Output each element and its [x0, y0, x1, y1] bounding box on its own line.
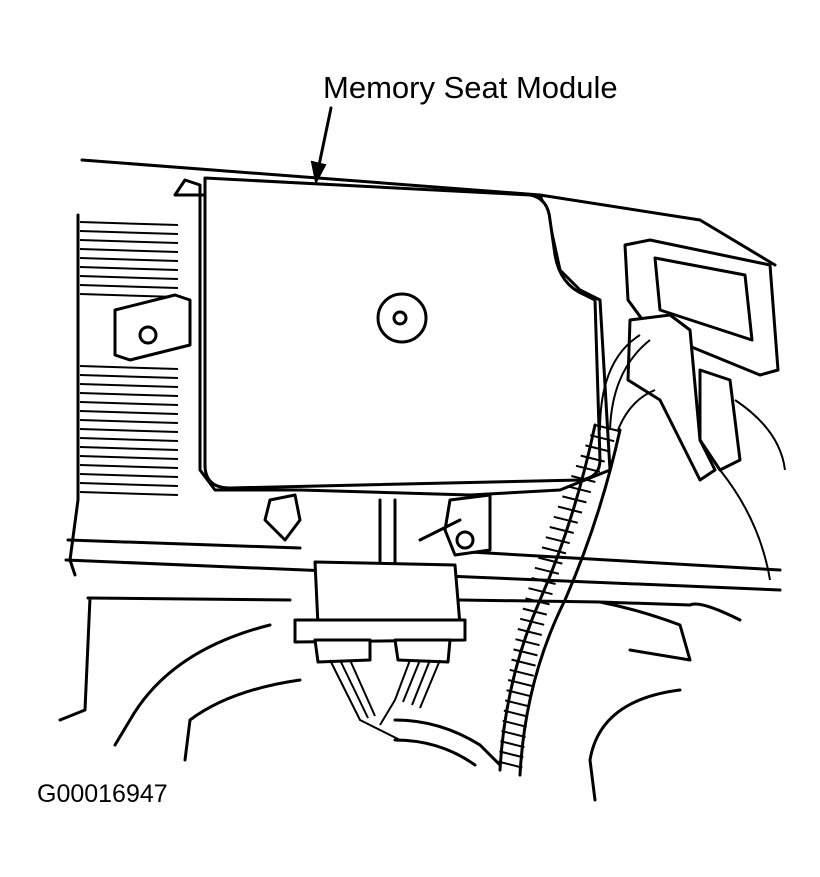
harness-ring: [534, 566, 560, 575]
rib-line: [79, 248, 179, 253]
harness-ring: [511, 658, 536, 667]
harness-ring: [580, 454, 605, 463]
seat-frame-ribs: [68, 213, 179, 577]
harness-ring: [538, 556, 563, 565]
harness-ring: [513, 648, 538, 657]
connector-stem: [378, 498, 397, 567]
rib-line: [79, 239, 179, 244]
harness-ring: [566, 485, 592, 494]
rib-line: [79, 437, 179, 442]
rib-line: [79, 383, 179, 388]
memory-seat-module-label: Memory Seat Module: [323, 70, 618, 105]
bottom-tab-right: [418, 493, 492, 557]
callout-leader: [310, 106, 333, 185]
harness-ring: [575, 464, 601, 473]
harness-ring: [498, 760, 523, 769]
rib-line: [79, 410, 179, 415]
harness-ring: [541, 546, 567, 555]
harness-ring: [531, 577, 556, 585]
harness-ring: [506, 689, 531, 698]
rib-line: [79, 455, 179, 460]
harness-ring: [553, 515, 579, 524]
rib-line: [79, 230, 179, 235]
harness-ring: [545, 536, 571, 545]
rib-line: [79, 221, 179, 226]
harness-ring: [499, 750, 524, 759]
rib-line: [79, 266, 179, 271]
harness-ring: [589, 434, 615, 443]
harness-ring: [519, 617, 545, 626]
mounting-stud: [376, 292, 428, 344]
harness-ring: [502, 719, 527, 728]
harness-ring: [549, 526, 574, 534]
harness-ring: [594, 424, 620, 432]
rib-line: [79, 293, 179, 298]
harness-ring: [571, 475, 596, 483]
rib-line: [79, 446, 179, 451]
rib-line: [79, 284, 179, 289]
right-wires: [599, 334, 786, 581]
rib-line: [79, 392, 179, 397]
floor-contour: [58, 596, 742, 802]
harness-ring: [509, 668, 534, 677]
rib-line: [79, 275, 179, 280]
rib-line: [79, 419, 179, 424]
rib-line: [79, 365, 179, 370]
rib-line: [79, 482, 179, 487]
right-connector: [623, 238, 780, 482]
figure-id: G00016947: [37, 780, 168, 808]
rib-line: [79, 464, 179, 469]
bottom-tab-left: [263, 493, 302, 542]
seat-top-edge: [80, 158, 777, 267]
harness-ring: [515, 638, 540, 647]
module-connector: [293, 560, 467, 664]
harness-ring: [503, 709, 529, 718]
rib-line: [79, 473, 179, 478]
harness-ring: [500, 740, 525, 749]
harness-ring: [562, 495, 587, 504]
harness-ring: [522, 607, 548, 616]
harness-ring: [504, 699, 530, 708]
harness-ring: [528, 587, 553, 596]
harness-ring: [517, 628, 543, 636]
rib-line: [79, 374, 179, 379]
connector-wires: [329, 659, 441, 741]
rib-line: [79, 428, 179, 433]
harness-ring: [507, 679, 533, 687]
rib-line: [79, 257, 179, 262]
harness-ring: [557, 505, 583, 514]
memory-seat-module: [203, 176, 602, 490]
rib-line: [79, 491, 179, 496]
harness-ring: [585, 444, 610, 453]
rib-line: [79, 401, 179, 406]
left-mounting-tab: [113, 293, 192, 362]
harness-ring: [501, 730, 526, 738]
